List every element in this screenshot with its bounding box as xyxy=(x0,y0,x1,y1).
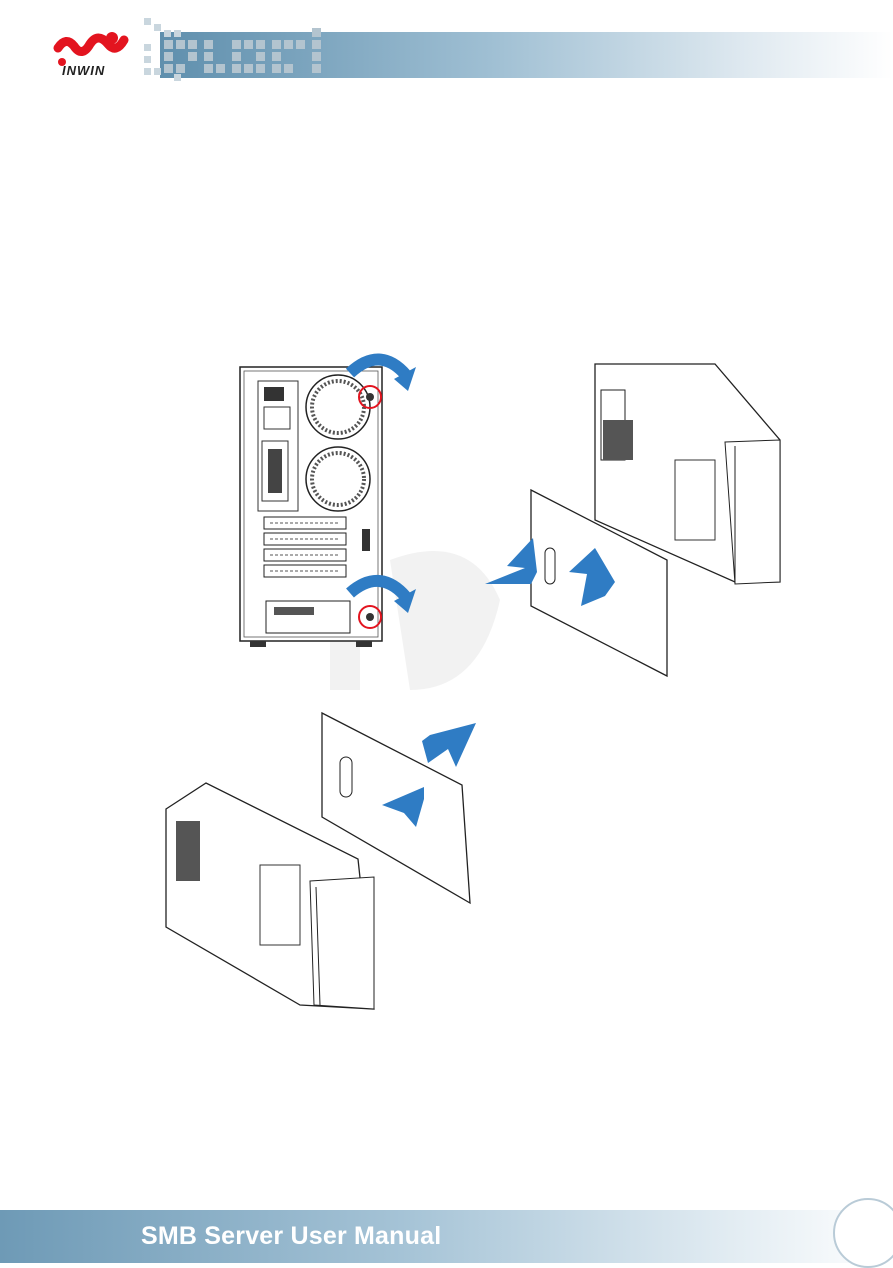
page-footer xyxy=(0,1210,893,1263)
pixel-decoration-icon xyxy=(140,14,330,86)
side-panel-removal-diagram xyxy=(485,360,785,680)
page-header: INWIN xyxy=(0,0,893,90)
manual-title: SMB Server User Manual xyxy=(141,1222,441,1251)
rear-view-diagram xyxy=(230,345,420,655)
side-panel-installation-diagram xyxy=(160,705,480,1015)
brand-name: INWIN xyxy=(62,63,105,78)
